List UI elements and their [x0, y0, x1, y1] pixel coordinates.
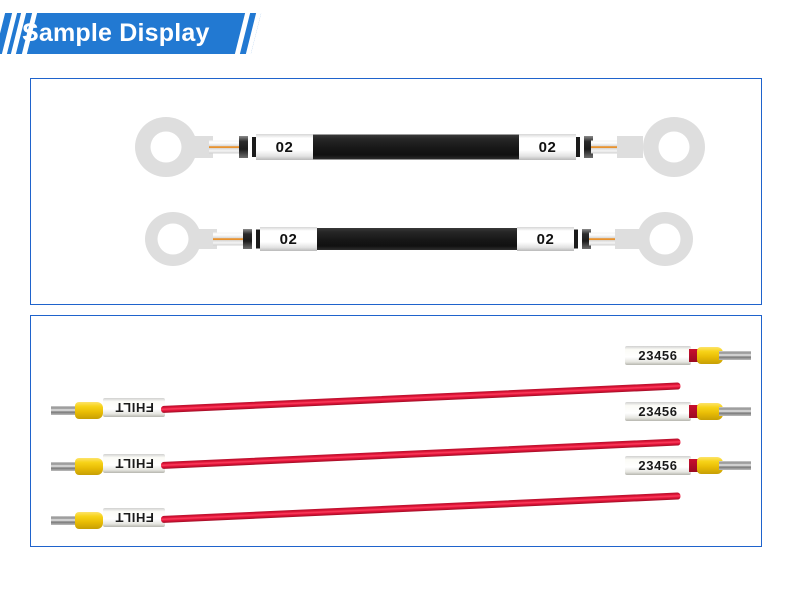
red-ferrule-cable-1: FHILT 23456: [45, 346, 751, 428]
left-pin-contact: [51, 462, 79, 471]
left-marker-tag: FHILT: [103, 508, 165, 527]
right-ring-terminal: [643, 117, 705, 177]
left-label-sleeve: 02: [260, 227, 317, 251]
right-marker-tag: 23456: [625, 346, 691, 365]
right-label-text: 02: [536, 230, 555, 248]
left-label-text: 02: [279, 230, 298, 248]
right-insulator-ring: [576, 137, 580, 157]
right-crimp-barrel: [589, 232, 621, 246]
right-label-text: 02: [538, 138, 557, 156]
left-insulator-band: [243, 229, 252, 249]
wire-body: [160, 492, 681, 523]
left-marker-text: FHILT: [114, 510, 154, 525]
left-insulator-ring: [252, 137, 256, 157]
right-marker-text: 23456: [638, 458, 678, 473]
right-insulator-band: [582, 229, 591, 249]
left-insulator-ring: [256, 229, 260, 249]
ring-terminal-cable-2: 02 02: [145, 209, 705, 269]
right-pin-contact: [719, 407, 751, 416]
left-insulator-band: [239, 136, 248, 158]
left-ring-tail: [187, 136, 213, 158]
left-ferrule-sleeve: [75, 402, 103, 419]
right-ring-terminal: [637, 212, 693, 266]
left-label-text: 02: [275, 138, 294, 156]
right-wire-collar: [689, 349, 699, 362]
red-ferrule-cable-3: FHILT 23456: [45, 456, 751, 538]
right-marker-text: 23456: [638, 404, 678, 419]
page-title: Sample Display: [22, 19, 210, 47]
right-ring-tail: [617, 136, 643, 158]
right-ferrule-sleeve: [697, 347, 723, 364]
ring-terminal-panel: 02 02 02 02: [30, 78, 762, 305]
right-marker-tag: 23456: [625, 456, 691, 475]
left-marker-tag: FHILT: [103, 398, 165, 417]
left-ferrule-sleeve: [75, 458, 103, 475]
cable-body: [317, 228, 517, 250]
left-ring-tail: [191, 229, 217, 249]
ferrule-cable-panel: FHILT 23456 FHILT 23456 FHILT 23456: [30, 315, 762, 547]
right-wire-collar: [689, 405, 699, 418]
page-header: Sample Display: [0, 13, 286, 54]
red-ferrule-cable-2: FHILT 23456: [45, 402, 751, 484]
left-label-sleeve: 02: [256, 134, 313, 160]
left-marker-text: FHILT: [114, 400, 154, 415]
right-marker-text: 23456: [638, 348, 678, 363]
right-ferrule-sleeve: [697, 403, 723, 420]
right-label-sleeve: 02: [519, 134, 576, 160]
right-insulator-band: [584, 136, 593, 158]
right-pin-contact: [719, 351, 751, 360]
right-label-sleeve: 02: [517, 227, 574, 251]
right-ring-tail: [615, 229, 641, 249]
left-crimp-barrel: [213, 232, 245, 246]
cable-body: [313, 134, 519, 160]
wire-body: [160, 438, 681, 469]
right-pin-contact: [719, 461, 751, 470]
right-insulator-ring: [574, 229, 578, 249]
left-marker-tag: FHILT: [103, 454, 165, 473]
right-marker-tag: 23456: [625, 402, 691, 421]
ring-terminal-cable-1: 02 02: [135, 117, 715, 177]
right-ferrule-sleeve: [697, 457, 723, 474]
right-wire-collar: [689, 459, 699, 472]
right-crimp-barrel: [591, 140, 623, 154]
left-crimp-barrel: [209, 140, 241, 154]
left-ferrule-sleeve: [75, 512, 103, 529]
left-pin-contact: [51, 516, 79, 525]
wire-body: [160, 382, 681, 413]
left-pin-contact: [51, 406, 79, 415]
left-ring-terminal: [135, 117, 197, 177]
